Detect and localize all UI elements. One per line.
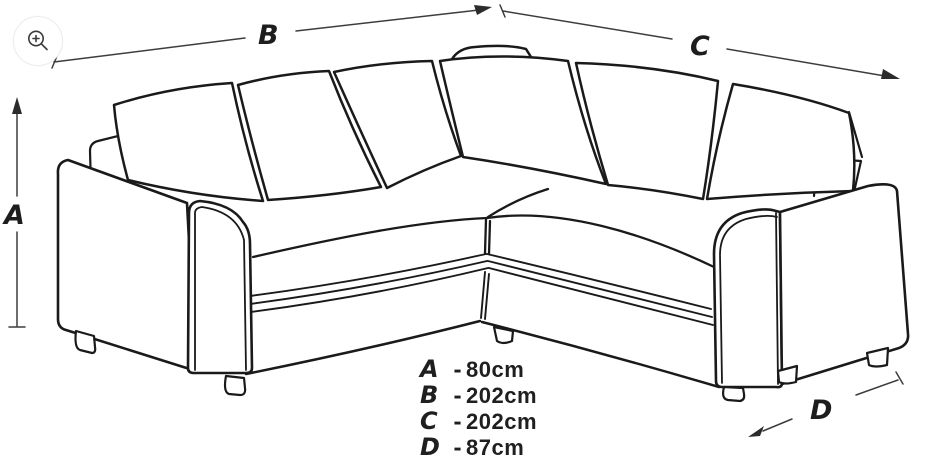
sofa-base-bottom: [244, 319, 721, 389]
sofa-outline-group: [56, 44, 910, 403]
sofa-foot-corner: [492, 325, 515, 345]
legend-letter-b: B: [420, 381, 439, 409]
legend-value-d: 87cm: [466, 435, 525, 460]
pillow-6: [705, 82, 856, 201]
legend-separator: -: [453, 358, 462, 382]
pillow-3: [332, 59, 463, 190]
dimension-arrows: [8, 4, 904, 437]
pillow-2: [236, 69, 383, 202]
sofa-foot-right-mid: [776, 364, 799, 385]
dimension-legend: A - 80cm B - 202cm C - 202cm D - 87cm: [420, 356, 537, 460]
legend-value-a: 80cm: [466, 357, 525, 382]
dimension-arrow-d: [748, 371, 904, 437]
dimension-arrow-a: [8, 97, 26, 328]
sofa-foot-left-front: [223, 374, 247, 397]
zoom-button[interactable]: [13, 16, 63, 66]
sofa-foot-right-front: [722, 385, 746, 403]
legend-value-b: 202cm: [466, 383, 538, 408]
legend-separator: -: [453, 384, 462, 408]
dimension-label-a: A: [2, 200, 25, 231]
sofa-back-pillows: [112, 44, 856, 203]
legend-letter-d: D: [420, 433, 440, 461]
dimension-label-b: B: [258, 20, 279, 51]
sofa-left-arm: [56, 158, 254, 397]
pillow-corner-back: [450, 44, 533, 61]
legend-row-b: B - 202cm: [420, 382, 537, 408]
sofa-seat-seams: [251, 187, 716, 269]
pillow-5: [574, 61, 720, 201]
legend-value-c: 202cm: [466, 409, 538, 434]
sofa-foot-left-back: [74, 329, 97, 355]
sofa-foot-right-back: [865, 346, 890, 368]
legend-row-a: A - 80cm: [420, 356, 537, 382]
legend-separator: -: [453, 410, 462, 434]
dimension-arrow-c: [499, 4, 900, 79]
legend-row-d: D - 87cm: [420, 434, 537, 460]
sofa-base-piping: [249, 253, 714, 326]
dimension-label-d: D: [810, 395, 832, 426]
legend-letter-a: A: [420, 355, 439, 383]
magnifier-plus-icon: [28, 30, 48, 51]
dimension-label-c: C: [690, 31, 710, 62]
sofa-right-arm: [712, 183, 910, 403]
pillow-1: [112, 81, 265, 203]
pillow-4: [438, 55, 608, 186]
legend-separator: -: [453, 436, 462, 460]
legend-row-c: C - 202cm: [420, 408, 537, 434]
legend-letter-c: C: [420, 407, 438, 435]
